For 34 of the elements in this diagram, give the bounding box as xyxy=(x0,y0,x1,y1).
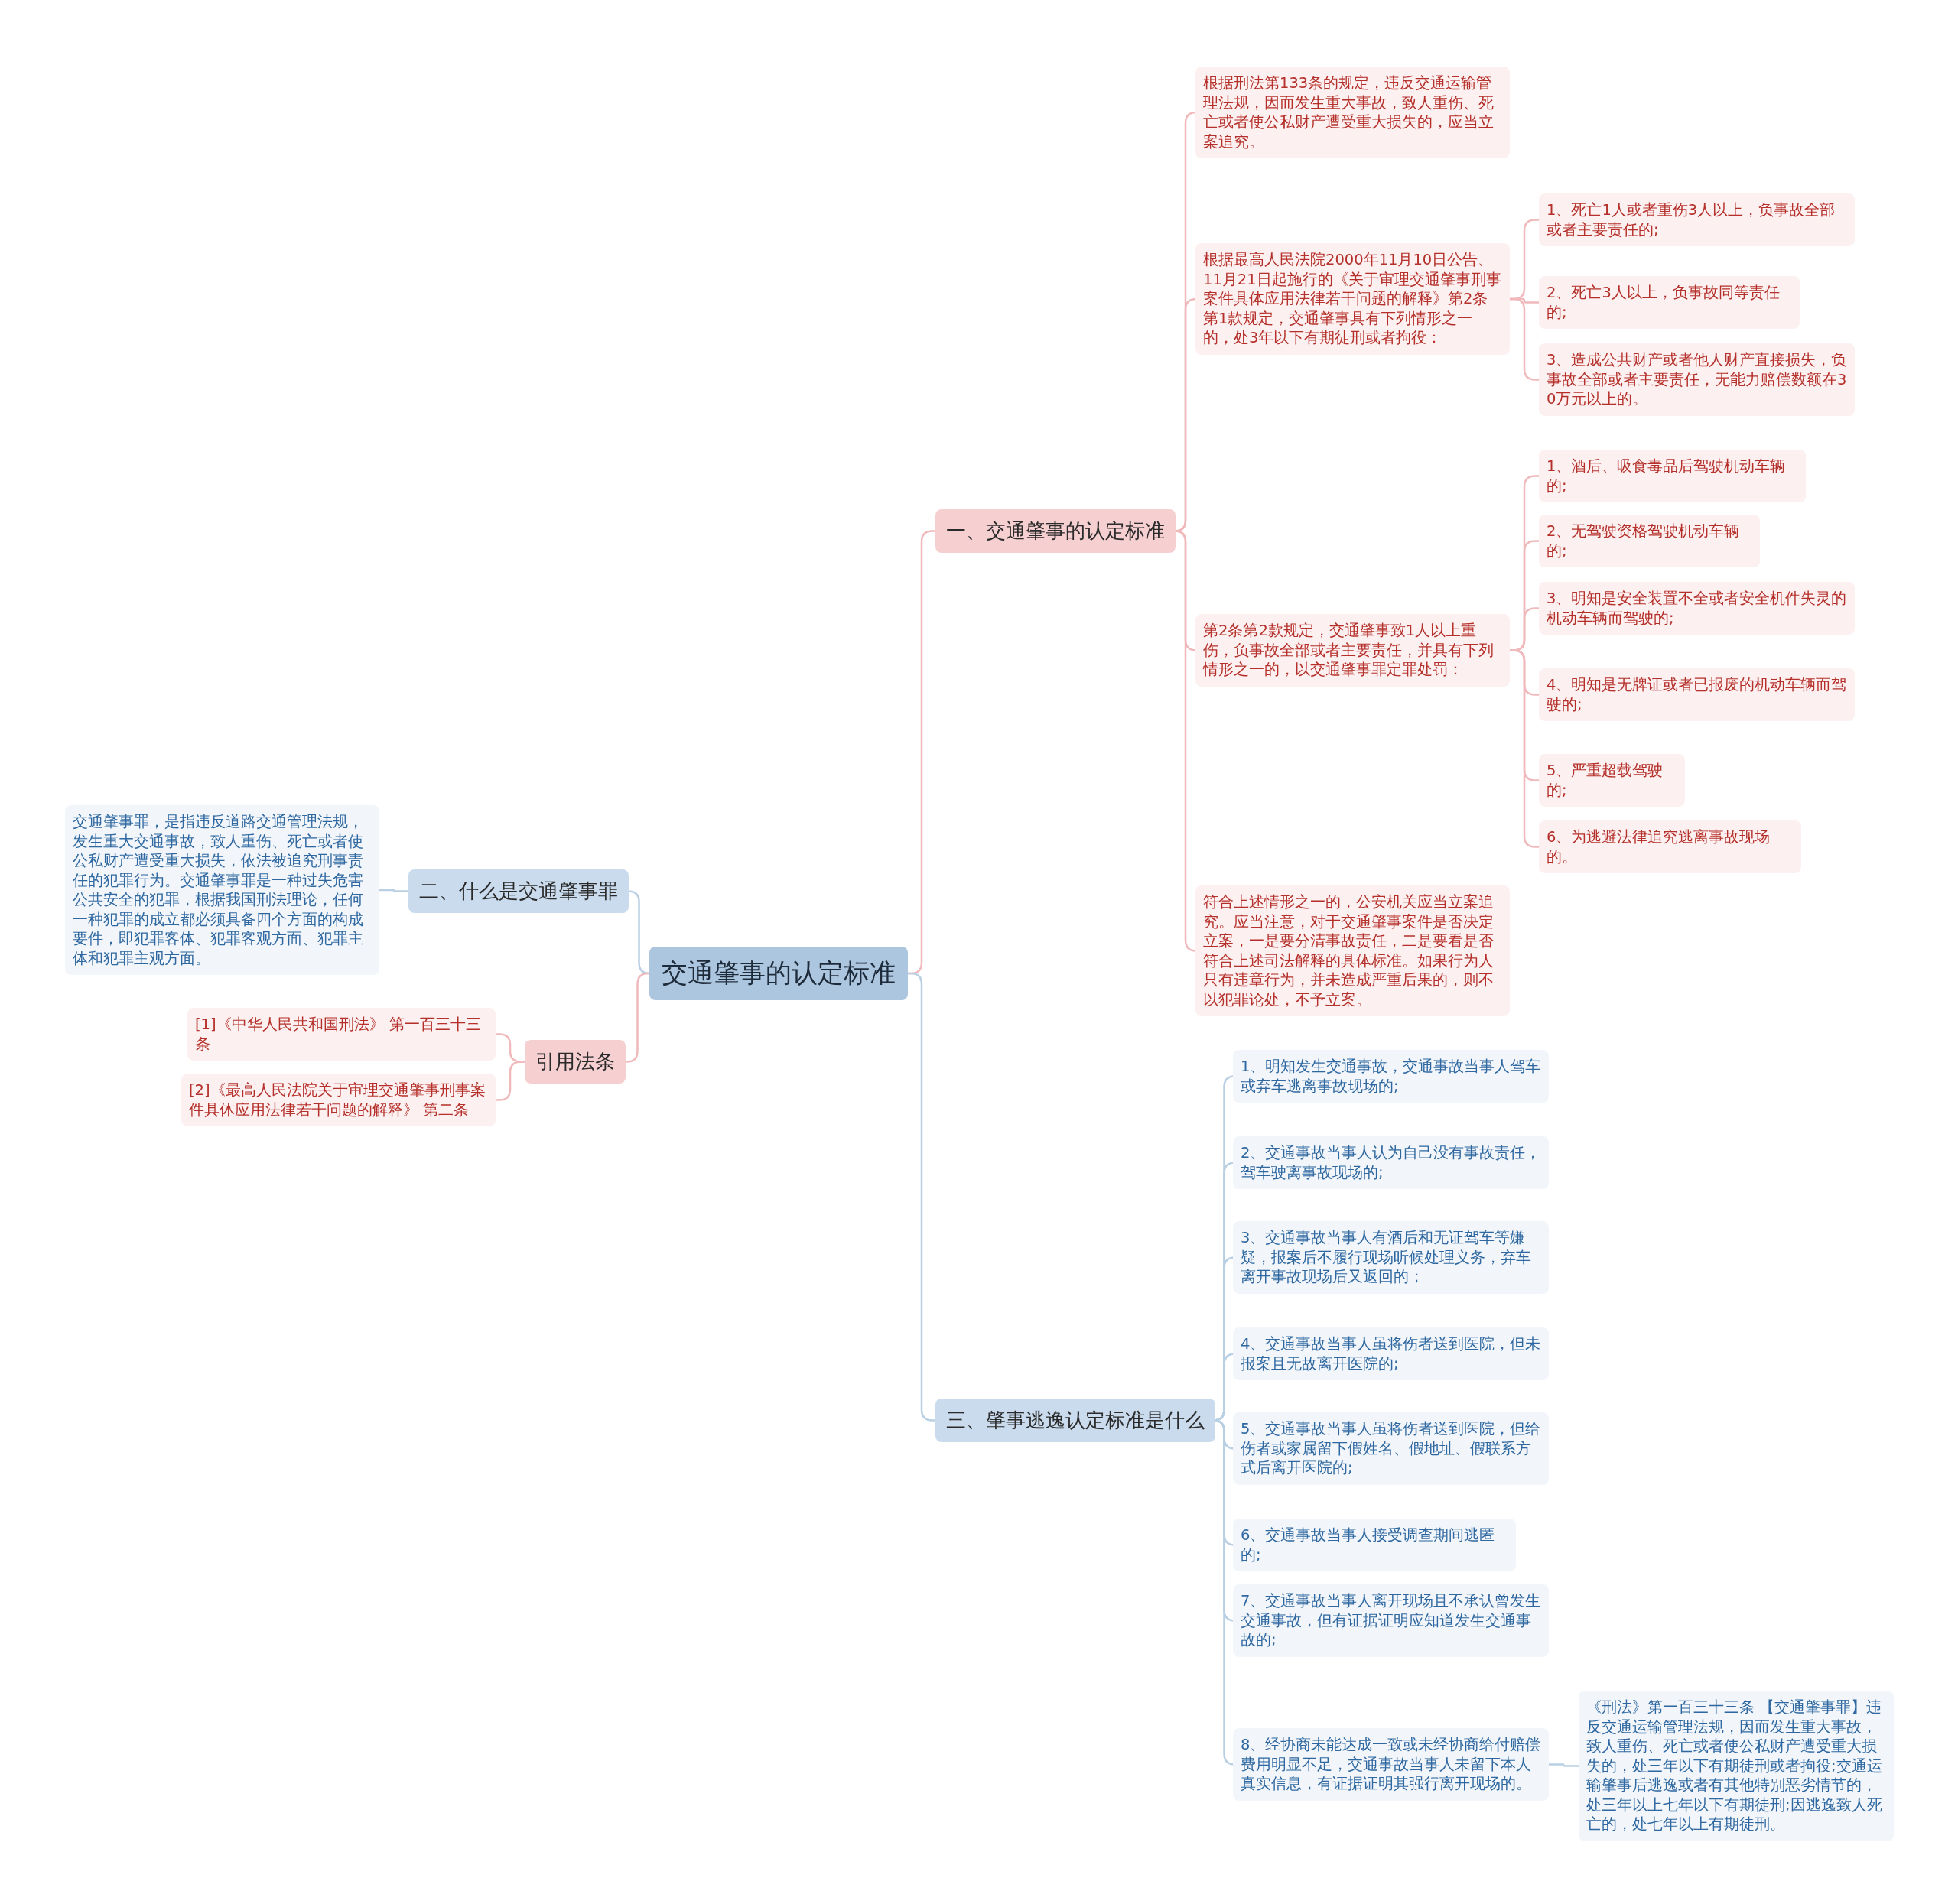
leaf-text-box: 5、严重超载驾驶的; xyxy=(1539,754,1685,807)
branch-topic: 二、什么是交通肇事罪 xyxy=(408,869,629,913)
leaf-text-box: 根据刑法第133条的规定，违反交通运输管理法规，因而发生重大事故，致人重伤、死亡或者使公私财产遭受重大损失的，应当立案追究。 xyxy=(1195,67,1510,158)
leaf-text-box: 3、交通事故当事人有酒后和无证驾车等嫌疑，报案后不履行现场听候处理义务，弃车离开事故现场后又返回的； xyxy=(1233,1221,1549,1294)
leaf-text-box: 8、经协商未能达成一致或未经协商给付赔偿费用明显不足，交通事故当事人未留下本人真实信息，有证据证明其强行离开现场的。 xyxy=(1233,1728,1549,1801)
leaf-text-box: 1、酒后、吸食毒品后驾驶机动车辆的; xyxy=(1539,450,1806,502)
leaf-text-box: 交通肇事罪，是指违反道路交通管理法规，发生重大交通事故，致人重伤、死亡或者使公私财产遭受重大损失，依法被追究刑事责任的犯罪行为。交通肇事罪是一种过失危害公共安全的犯罪，根据我国刑法理论，任何一种犯罪的成立都必须具备四个方面的构成要件，即犯罪客体、犯罪客观方面、犯罪主体和犯罪主观方面。 xyxy=(65,805,379,975)
leaf-text-box: 7、交通事故当事人离开现场且不承认曾发生交通事故，但有证据证明应知道发生交通事故的; xyxy=(1233,1584,1549,1657)
leaf-text-box: 4、交通事故当事人虽将伤者送到医院，但未报案且无故离开医院的; xyxy=(1233,1327,1549,1380)
leaf-text-box: [2]《最高人民法院关于审理交通肇事刑事案件具体应用法律若干问题的解释》 第二条 xyxy=(181,1074,496,1126)
leaf-text-box: 1、明知发生交通事故，交通事故当事人驾车或弃车逃离事故现场的; xyxy=(1233,1050,1549,1103)
leaf-text-box: 2、死亡3人以上，负事故同等责任的; xyxy=(1539,276,1800,329)
leaf-text-box: 6、交通事故当事人接受调查期间逃匿的; xyxy=(1233,1519,1516,1571)
branch-topic: 引用法条 xyxy=(525,1040,626,1084)
connector-line xyxy=(379,889,408,892)
leaf-text-box: 根据最高人民法院2000年11月10日公告、11月21日起施行的《关于审理交通肇事刑事案件具体应用法律若干问题的解释》第2条第1款规定，交通肇事具有下列情形之一的，处3年以下有期徒刑或者拘役： xyxy=(1195,243,1510,355)
leaf-text-box: 第2条第2款规定，交通肇事致1人以上重伤，负事故全部或者主要责任，并具有下列情形之一的，以交通肇事罪定罪处罚： xyxy=(1195,614,1510,687)
leaf-text-box: 3、明知是安全装置不全或者安全机件失灵的机动车辆而驾驶的; xyxy=(1539,582,1855,635)
connector-line xyxy=(1549,1763,1579,1767)
leaf-text-box: 5、交通事故当事人虽将伤者送到医院，但给伤者或家属留下假姓名、假地址、假联系方式后离开医院的; xyxy=(1233,1412,1549,1485)
leaf-text-box: 符合上述情形之一的，公安机关应当立案追究。应当注意，对于交通肇事案件是否决定立案，一是要分清事故责任，二是要看是否符合上述司法解释的具体标准。如果行为人只有违章行为，并未造成严重后果的，则不以犯罪论处，不予立案。 xyxy=(1195,885,1510,1016)
leaf-text-box: 1、死亡1人或者重伤3人以上，负事故全部或者主要责任的; xyxy=(1539,193,1855,246)
leaf-text-box: 3、造成公共财产或者他人财产直接损失，负事故全部或者主要责任，无能力赔偿数额在30万元以上的。 xyxy=(1539,343,1855,416)
branch-topic: 三、肇事逃逸认定标准是什么 xyxy=(935,1399,1215,1442)
connector-line xyxy=(625,972,650,1063)
leaf-text-box: 6、为逃避法律追究逃离事故现场的。 xyxy=(1539,820,1801,873)
branch-topic: 一、交通肇事的认定标准 xyxy=(935,509,1176,553)
connector-line xyxy=(496,1061,525,1101)
leaf-text-box: 2、无驾驶资格驾驶机动车辆的; xyxy=(1539,515,1760,567)
central-topic: 交通肇事的认定标准 xyxy=(649,947,908,1000)
leaf-text-box: 《刑法》第一百三十三条 【交通肇事罪】违反交通运输管理法规，因而发生重大事故，致人重伤、死亡或者使公私财产遭受重大损失的，处三年以下有期徒刑或者拘役;交通运输肇事后逃逸或者有其他特别恶劣情节的，处三年以上七年以下有期徒刑;因逃逸致人死亡的，处七年以上有期徒刑。 xyxy=(1579,1691,1894,1841)
leaf-text-box: 4、明知是无牌证或者已报废的机动车辆而驾驶的; xyxy=(1539,668,1855,721)
leaf-text-box: [1]《中华人民共和国刑法》 第一百三十三条 xyxy=(187,1008,496,1061)
leaf-text-box: 2、交通事故当事人认为自己没有事故责任，驾车驶离事故现场的; xyxy=(1233,1136,1549,1189)
